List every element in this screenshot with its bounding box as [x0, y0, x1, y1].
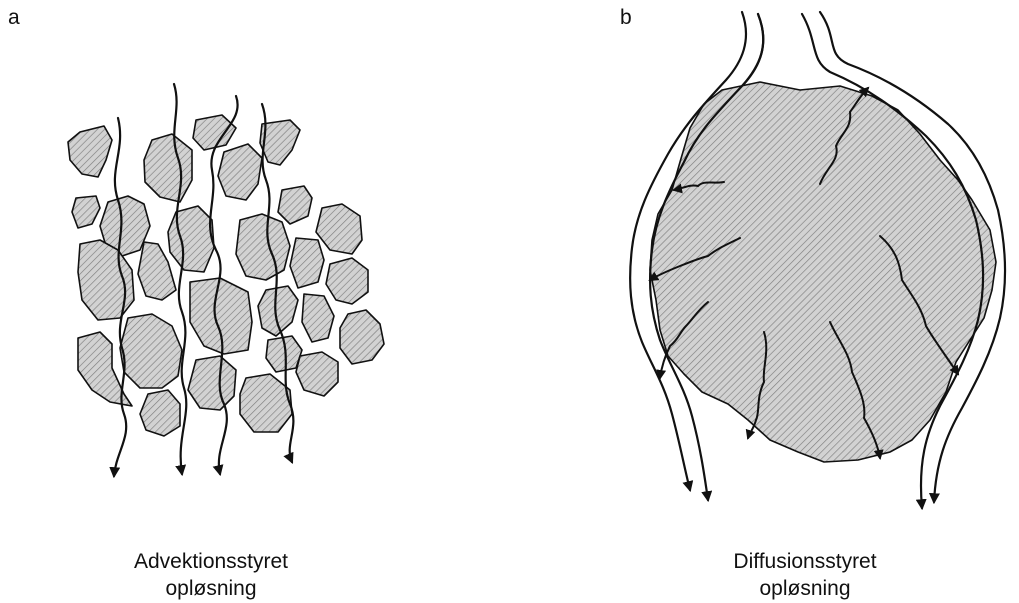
grain: [218, 144, 262, 200]
grain: [72, 196, 100, 228]
panel-a-grains: [68, 115, 384, 436]
grain: [302, 294, 334, 342]
grain: [168, 206, 214, 272]
grain: [316, 204, 362, 254]
grain: [296, 352, 338, 396]
caption-panel-a: Advektionsstyret opløsning: [96, 548, 326, 602]
grain: [140, 390, 180, 436]
caption-b-line2: opløsning: [690, 575, 920, 602]
grain: [144, 134, 192, 202]
grain: [278, 186, 312, 224]
grain: [340, 310, 384, 364]
grain: [326, 258, 368, 304]
grain: [120, 314, 182, 388]
grain: [193, 115, 236, 150]
grain: [236, 214, 290, 280]
caption-b-line1: Diffusionsstyret: [690, 548, 920, 575]
grain: [188, 356, 236, 410]
caption-a-line2: opløsning: [96, 575, 326, 602]
flow-path-unmarked: [744, 14, 763, 84]
large-grain: [650, 82, 996, 462]
grain: [68, 126, 112, 177]
grain: [258, 286, 298, 336]
grain: [190, 278, 252, 354]
caption-a-line1: Advektionsstyret: [96, 548, 326, 575]
caption-panel-b: Diffusionsstyret opløsning: [690, 548, 920, 602]
grain: [240, 374, 292, 432]
grain: [290, 238, 324, 288]
